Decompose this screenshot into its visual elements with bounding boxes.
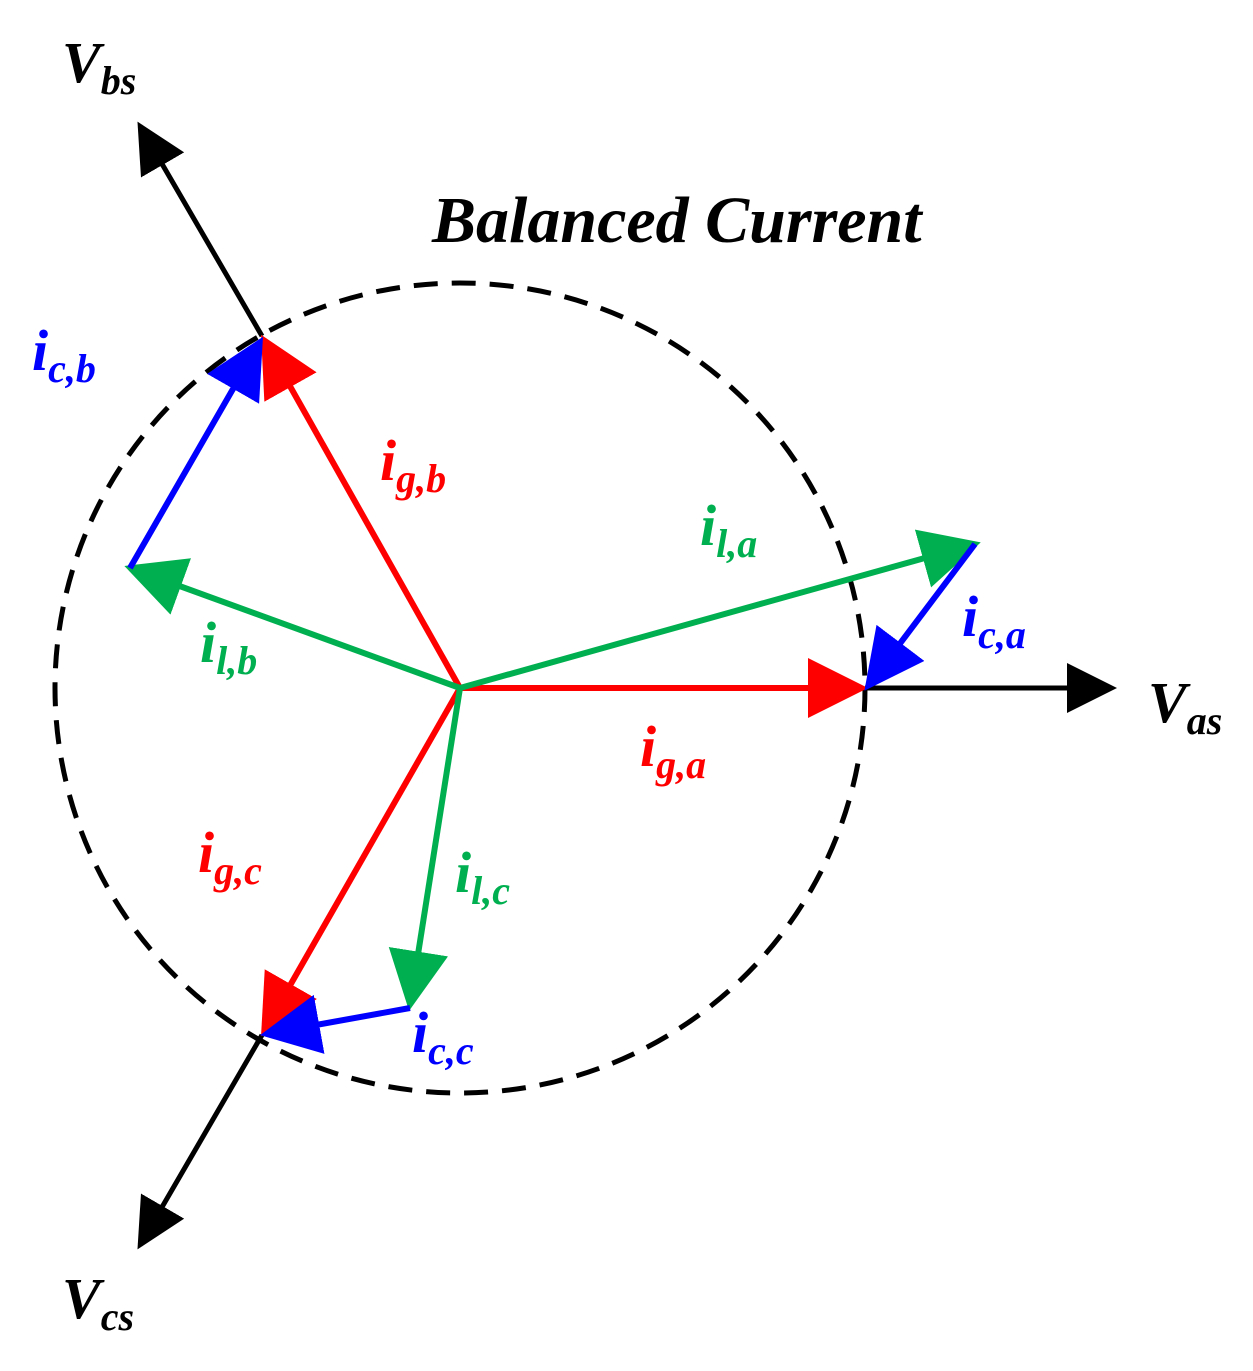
v-as-sub: as — [1187, 698, 1223, 743]
v-cs-label: Vcs — [62, 1266, 134, 1339]
i-ca-arrow — [864, 542, 978, 691]
i-lc-main: i — [455, 840, 471, 905]
v-as-label: Vas — [1148, 670, 1222, 743]
i-la-arrow — [459, 529, 981, 691]
i-cb-main: i — [32, 318, 48, 383]
v-as-main: V — [1148, 670, 1191, 735]
i-lc-label: il,c — [455, 840, 510, 913]
i-lc-sub: l,c — [471, 868, 510, 913]
diagram-title: Balanced Current — [431, 184, 923, 257]
i-gc-main: i — [198, 820, 214, 885]
i-lb-main: i — [200, 610, 216, 675]
i-gc-sub: g,c — [213, 848, 262, 893]
v-cs-arrow — [137, 1033, 265, 1250]
i-lb-label: il,b — [200, 610, 257, 683]
v-cs-main: V — [62, 1266, 105, 1331]
i-ga-sub: g,a — [655, 742, 706, 787]
i-la-label: il,a — [700, 493, 757, 566]
i-ga-main: i — [640, 714, 656, 779]
i-cc-arrow — [260, 994, 411, 1054]
i-gc-arrow — [261, 686, 463, 1037]
i-ca-sub: c,a — [978, 612, 1026, 657]
i-ca-main: i — [962, 584, 978, 649]
i-ca-label: ic,a — [962, 584, 1026, 657]
i-gb-main: i — [380, 428, 396, 493]
i-lb-sub: l,b — [216, 638, 257, 683]
v-bs-arrow — [137, 121, 265, 338]
v-bs-main: V — [62, 30, 105, 95]
i-lc-arrow — [388, 687, 463, 1011]
i-la-sub: l,a — [716, 521, 757, 566]
i-cb-label: ic,b — [32, 318, 96, 391]
i-cb-sub: c,b — [48, 346, 96, 391]
i-gb-sub: g,b — [395, 456, 446, 501]
i-lb-arrow — [124, 558, 462, 691]
v-bs-label: Vbs — [62, 30, 136, 103]
i-gc-label: ig,c — [198, 820, 262, 893]
i-cc-sub: c,c — [428, 1028, 474, 1073]
i-gb-label: ig,b — [380, 428, 446, 501]
v-cs-sub: cs — [101, 1294, 134, 1339]
i-cc-label: ic,c — [412, 1000, 474, 1073]
i-la-main: i — [700, 493, 716, 558]
i-cb-arrow — [127, 336, 263, 570]
i-ga-label: ig,a — [640, 714, 706, 787]
v-bs-sub: bs — [101, 58, 137, 103]
i-gb-arrow — [261, 334, 463, 690]
i-cc-main: i — [412, 1000, 428, 1065]
